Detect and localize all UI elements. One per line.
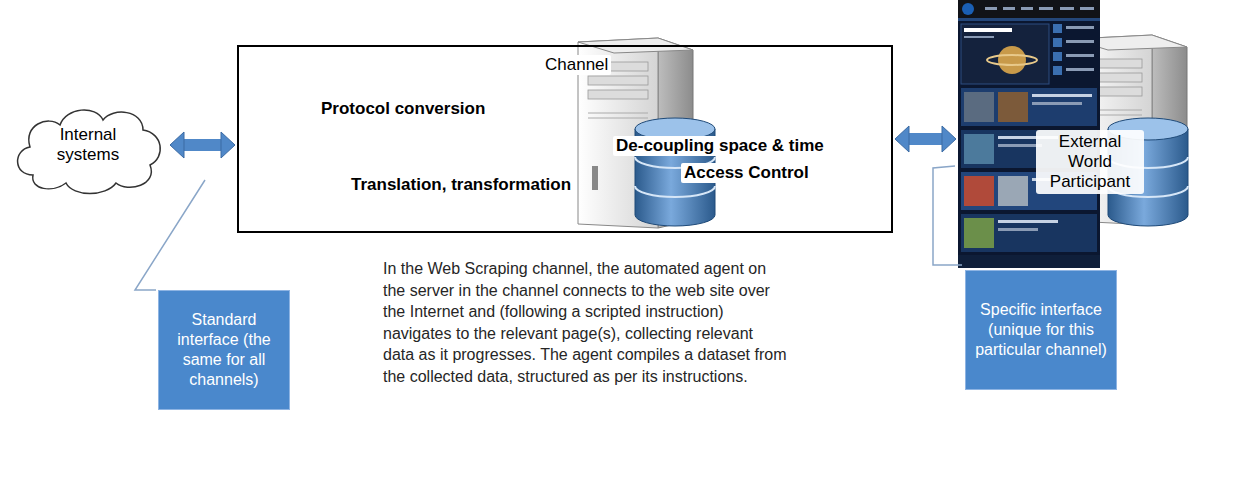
box-heading: Channel — [542, 55, 611, 75]
external-participant: External World Participant — [958, 0, 1185, 268]
node-text: External World Participant — [1036, 130, 1144, 194]
node-text: Protocol conversion — [318, 99, 488, 119]
callout-box: Specific interface (unique for this part… — [965, 270, 1117, 390]
callout-box: Standard interface (the same for all cha… — [158, 290, 290, 410]
double-arrow — [909, 133, 942, 145]
node-text: De-coupling space & time — [613, 136, 827, 156]
node-text: Translation, transformation — [348, 175, 574, 195]
leader-line — [135, 180, 205, 290]
cloud-path — [18, 110, 161, 194]
cloud-shape: Internal systems — [8, 95, 168, 195]
node-text: Standard interface (the same for all cha… — [167, 310, 281, 390]
leader-line — [933, 166, 962, 265]
channel-box: ChannelProtocol conversionDe-coupling sp… — [237, 45, 893, 233]
node-text: Specific interface (unique for this part… — [974, 300, 1108, 360]
node-text: Internal systems — [43, 125, 133, 165]
double-arrow — [184, 139, 221, 151]
description-text: In the Web Scraping channel, the automat… — [383, 258, 788, 387]
node-text: Access Control — [681, 163, 812, 183]
